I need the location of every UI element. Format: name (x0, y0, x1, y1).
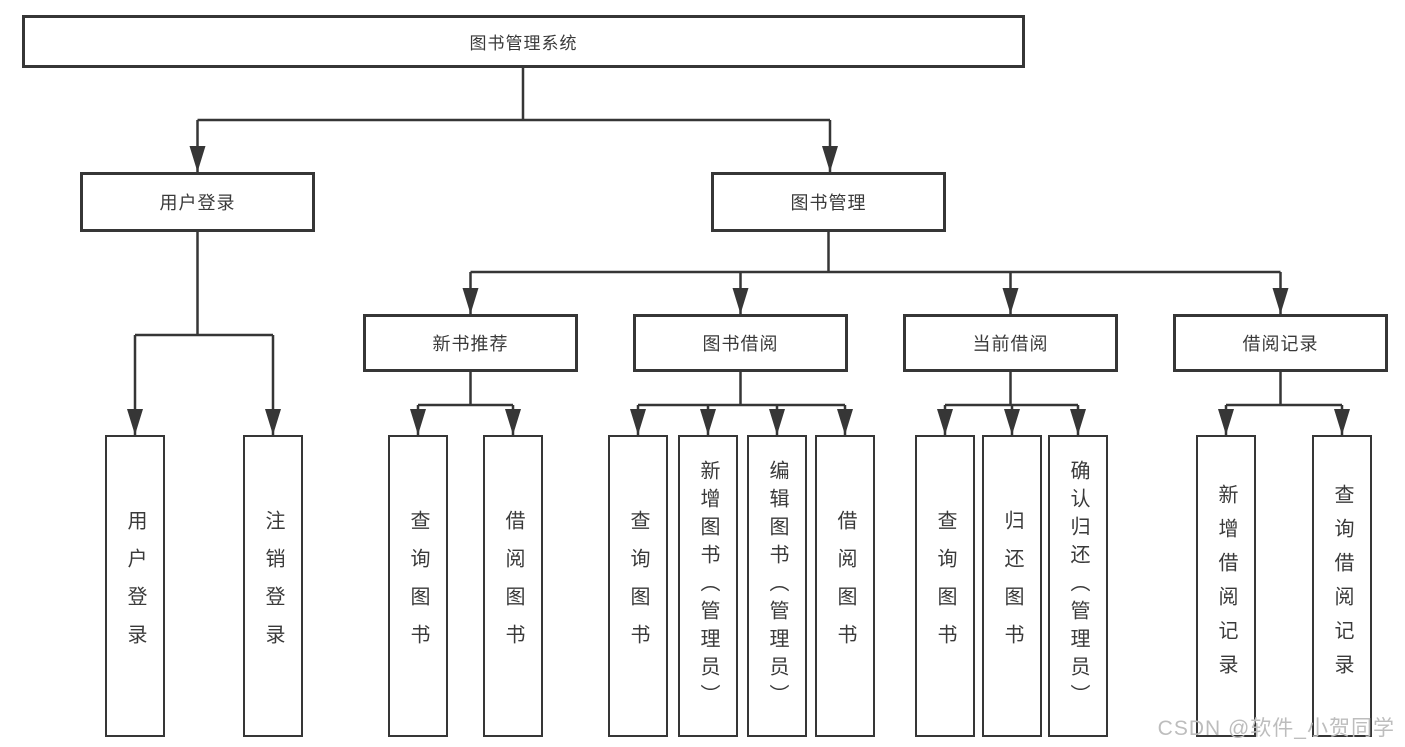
leaf-confirm-return-admin: 确认归还（管理员） (1048, 435, 1108, 737)
connector-lines (133, 68, 1344, 435)
csdn-watermark: CSDN @软件_小贺同学 (1157, 717, 1395, 740)
leaf-add-borrow-record-label: 新增借阅记录 (1215, 484, 1237, 688)
node-library-system: 图书管理系统 (22, 15, 1025, 68)
leaf-edit-book-admin: 编辑图书（管理员） (747, 435, 807, 737)
leaf-return-books: 归还图书 (982, 435, 1042, 737)
node-borrowing-records-label: 借阅记录 (1242, 334, 1319, 354)
node-user-login-branch: 用户登录 (80, 172, 315, 232)
leaf-user-login: 用户登录 (105, 435, 165, 737)
leaf-query-borrow-record-label: 查询借阅记录 (1331, 484, 1353, 688)
leaf-borrowing-query-books: 查询图书 (608, 435, 668, 737)
leaf-current-query-books: 查询图书 (915, 435, 975, 737)
leaf-add-borrow-record: 新增借阅记录 (1196, 435, 1256, 737)
node-new-book-recommend-label: 新书推荐 (432, 334, 509, 354)
leaf-add-book-admin: 新增图书（管理员） (678, 435, 738, 737)
leaf-recommend-query-books: 查询图书 (388, 435, 448, 737)
leaf-return-books-label: 归还图书 (1001, 510, 1023, 662)
leaf-add-book-admin-label: 新增图书（管理员） (697, 460, 719, 712)
leaf-recommend-query-books-label: 查询图书 (407, 510, 429, 662)
node-new-book-recommend: 新书推荐 (363, 314, 578, 372)
leaf-current-query-books-label: 查询图书 (934, 510, 956, 662)
leaf-confirm-return-admin-label: 确认归还（管理员） (1067, 460, 1089, 712)
node-borrowing-records: 借阅记录 (1173, 314, 1388, 372)
node-current-borrowing-label: 当前借阅 (972, 334, 1049, 354)
node-user-login-branch-label: 用户登录 (159, 193, 236, 213)
node-library-system-label: 图书管理系统 (469, 34, 578, 53)
node-book-borrowing-label: 图书借阅 (702, 334, 779, 354)
leaf-logout-label: 注销登录 (262, 510, 284, 662)
node-book-management-branch-label: 图书管理 (790, 193, 867, 213)
leaf-recommend-borrow-books: 借阅图书 (483, 435, 543, 737)
leaf-recommend-borrow-books-label: 借阅图书 (502, 510, 524, 662)
node-book-management-branch: 图书管理 (711, 172, 946, 232)
node-book-borrowing: 图书借阅 (633, 314, 848, 372)
node-current-borrowing: 当前借阅 (903, 314, 1118, 372)
leaf-user-login-label: 用户登录 (124, 510, 146, 662)
leaf-query-borrow-record: 查询借阅记录 (1312, 435, 1372, 737)
leaf-borrowing-borrow-books-label: 借阅图书 (834, 510, 856, 662)
leaf-borrowing-borrow-books: 借阅图书 (815, 435, 875, 737)
leaf-logout: 注销登录 (243, 435, 303, 737)
leaf-edit-book-admin-label: 编辑图书（管理员） (766, 460, 788, 712)
leaf-borrowing-query-books-label: 查询图书 (627, 510, 649, 662)
